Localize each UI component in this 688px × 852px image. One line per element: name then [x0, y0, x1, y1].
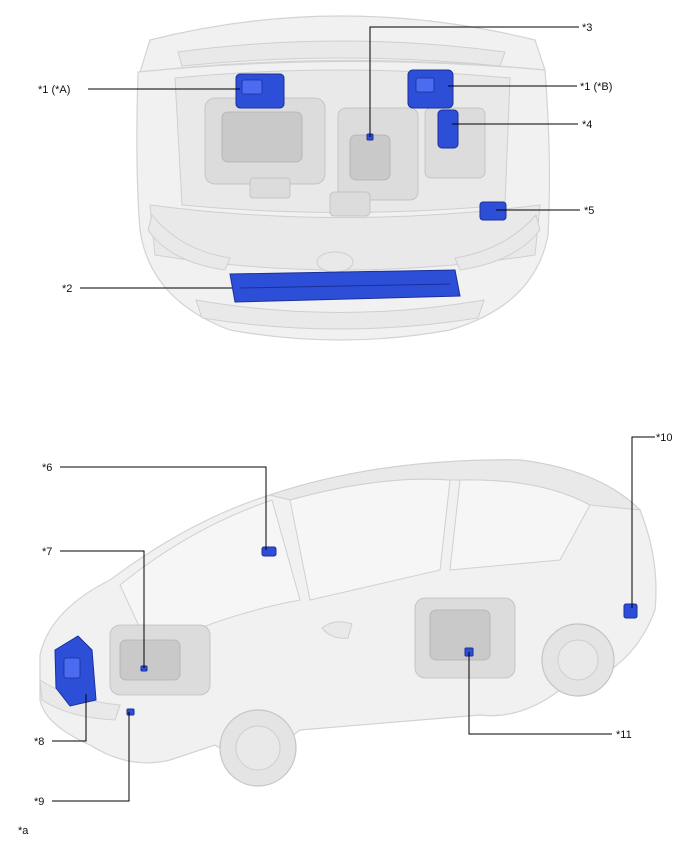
- callout-5: *5: [584, 205, 594, 217]
- callout-1a: *1 (*A): [38, 84, 70, 96]
- side-vehicle-view: [39, 459, 657, 787]
- callout-10: *10: [656, 432, 673, 444]
- callout-8: *8: [34, 736, 44, 748]
- component-10: [623, 603, 638, 619]
- front-vehicle-view: [136, 15, 551, 341]
- footnote-label: *a: [18, 825, 29, 837]
- callout-4: *4: [582, 119, 592, 131]
- component-6: [261, 546, 277, 557]
- leader-lines: [52, 26, 655, 802]
- component-5: [479, 201, 507, 221]
- callout-2: *2: [62, 283, 72, 295]
- callout-6: *6: [42, 462, 52, 474]
- callout-9: *9: [34, 796, 44, 808]
- component-4: [437, 109, 459, 149]
- component-9: [126, 708, 135, 716]
- component-2: [229, 269, 461, 303]
- callout-7: *7: [42, 546, 52, 558]
- component-1b: [407, 69, 454, 109]
- component-8: [54, 635, 97, 707]
- callout-labels: *1 (*A) *3 *1 (*B) *4 *5 *2 *6 *7 *8 *9 …: [18, 22, 673, 837]
- callout-3: *3: [582, 22, 592, 34]
- callout-11: *11: [616, 729, 632, 741]
- callout-1b: *1 (*B): [580, 81, 612, 93]
- component-1a: [235, 73, 285, 109]
